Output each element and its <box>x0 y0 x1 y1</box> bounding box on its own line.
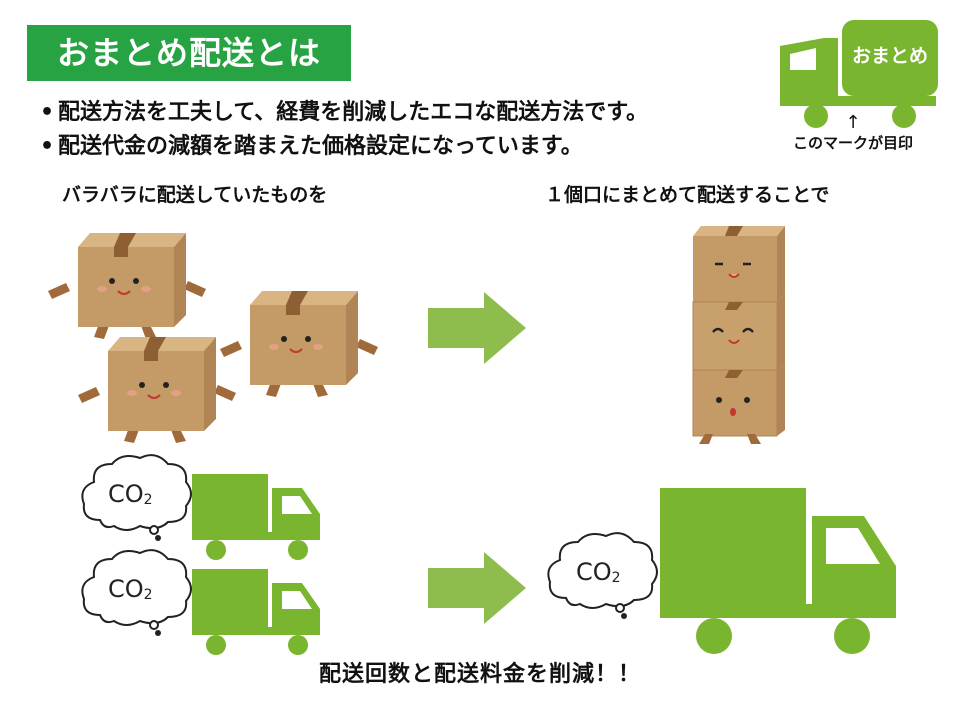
small-truck-icon <box>192 569 320 655</box>
omatome-mark-label: おまとめ <box>852 45 928 67</box>
box-character <box>77 336 237 444</box>
label-combined-shipping: １個口にまとめて配送することで <box>545 184 830 206</box>
bullet-text: 配送代金の減額を踏まえた価格設定になっています。 <box>58 134 583 159</box>
bullet-item: •配送方法を工夫して、経費を削減したエコな配送方法です。 <box>40 96 648 130</box>
box-character <box>219 290 379 398</box>
stacked-box <box>692 294 785 371</box>
label-scattered-shipping: バラバラに配送していたものを <box>62 184 328 206</box>
stacked-box <box>692 364 785 444</box>
scattered-boxes-illustration <box>47 232 379 444</box>
page-title: おまとめ配送とは <box>27 25 351 81</box>
small-truck-icon <box>192 474 320 560</box>
co2-cloud-icon: CO2 <box>81 454 192 541</box>
co2-cloud-icon: CO2 <box>547 532 658 619</box>
bullet-list: •配送方法を工夫して、経費を削減したエコな配送方法です。 •配送代金の減額を踏ま… <box>40 96 648 164</box>
mark-note: ↑ このマークが目印 <box>778 114 928 153</box>
co2-text: CO <box>108 575 144 603</box>
co2-cloud-icon: CO2 <box>81 549 192 636</box>
arrow-right-icon <box>428 552 526 624</box>
svg-text:CO2: CO2 <box>108 575 153 603</box>
footer-summary: 配送回数と配送料金を削減！！ <box>318 662 641 687</box>
box-character <box>47 232 207 340</box>
co2-subscript: 2 <box>144 492 153 508</box>
bullet-text: 配送方法を工夫して、経費を削減したエコな配送方法です。 <box>58 100 649 125</box>
arrow-up-icon: ↑ <box>845 112 861 133</box>
large-truck-icon <box>660 488 896 654</box>
stacked-boxes-illustration <box>692 226 785 444</box>
arrow-right-icon <box>428 292 526 364</box>
co2-text: CO <box>576 558 612 586</box>
bullet-marker: • <box>40 100 55 125</box>
co2-subscript: 2 <box>612 570 621 586</box>
bullet-marker: • <box>40 134 55 159</box>
mark-note-text: このマークが目印 <box>792 134 913 152</box>
co2-text: CO <box>108 480 144 508</box>
svg-text:CO2: CO2 <box>576 558 621 586</box>
co2-subscript: 2 <box>144 587 153 603</box>
svg-text:CO2: CO2 <box>108 480 153 508</box>
bullet-item: •配送代金の減額を踏まえた価格設定になっています。 <box>40 130 648 164</box>
omatome-truck-mark-icon: おまとめ <box>780 20 938 128</box>
stacked-box <box>693 226 785 302</box>
